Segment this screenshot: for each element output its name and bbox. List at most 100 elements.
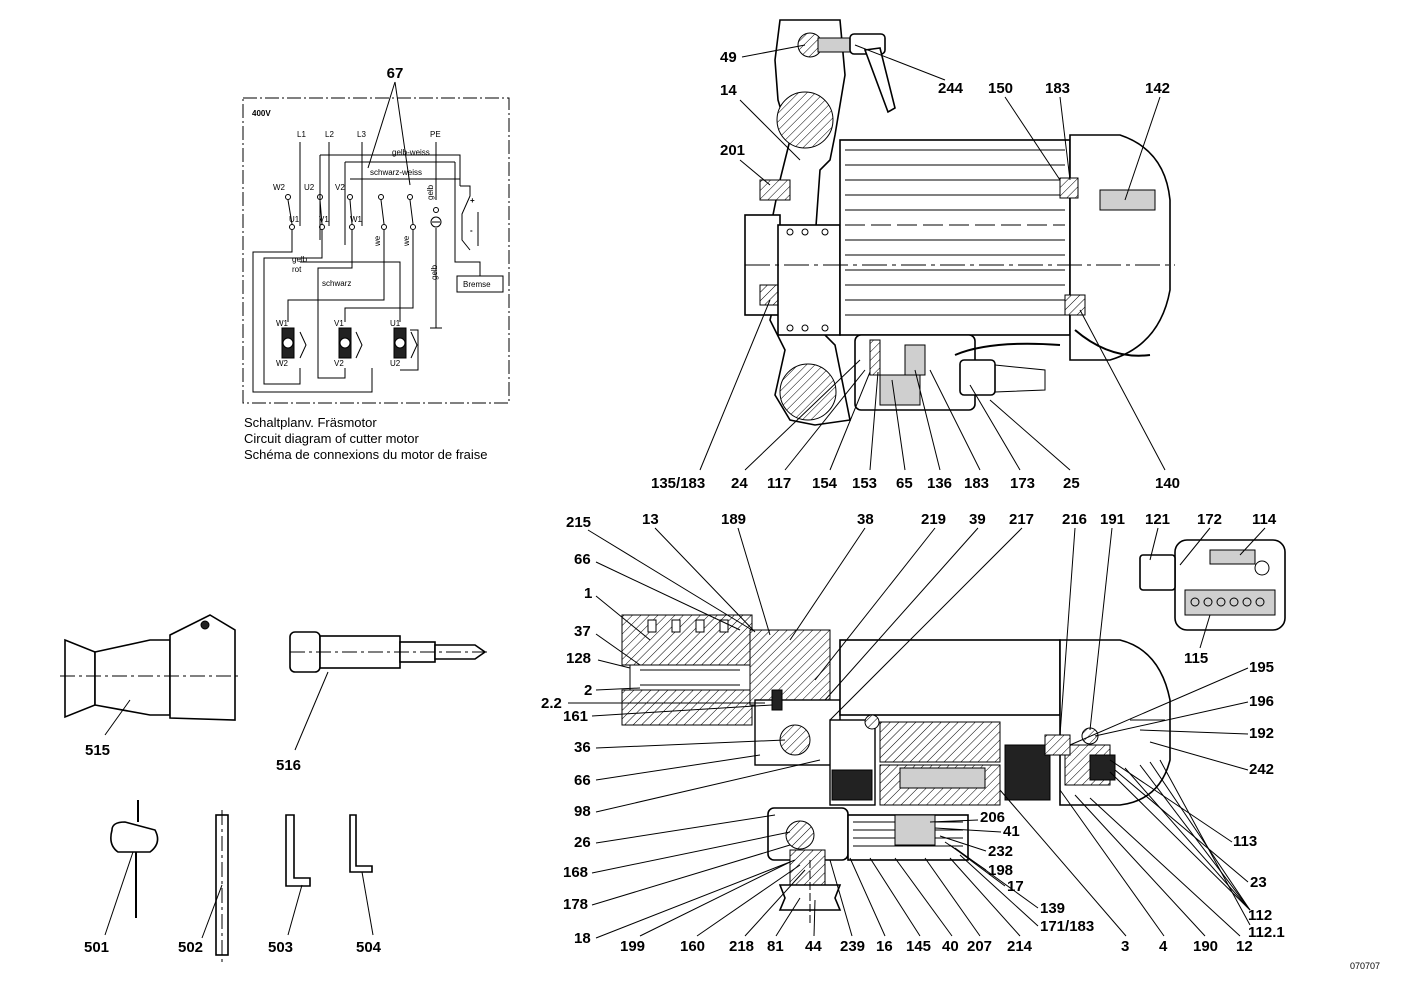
leader: [969, 384, 1021, 471]
leader: [775, 897, 801, 937]
accessory-501-key: 501: [84, 800, 159, 956]
callout-189: 189: [721, 511, 746, 528]
winding-label: W1: [276, 319, 289, 328]
callout-142: 142: [1145, 80, 1170, 97]
winding-left-coil: [831, 769, 873, 801]
voltage-label: 400V: [252, 109, 271, 118]
callout-2-2: 2.2: [541, 695, 562, 712]
callout-190: 190: [1193, 938, 1218, 955]
callout-121: 121: [1145, 511, 1170, 528]
leader: [869, 857, 921, 937]
leader: [201, 884, 223, 939]
motor-end-cap: [1069, 134, 1171, 361]
leader: [949, 844, 1006, 887]
leader: [829, 527, 1023, 721]
callout-136: 136: [927, 475, 952, 492]
callout-112-1: 112.1: [1248, 924, 1285, 941]
switch-165: [879, 374, 921, 406]
motor-housing: [839, 139, 1071, 336]
leader: [1239, 527, 1266, 556]
callout-199: 199: [620, 938, 645, 955]
callout-160: 160: [680, 938, 705, 955]
leader: [591, 704, 773, 717]
callout-49: 49: [720, 49, 737, 66]
callout-3: 3: [1121, 938, 1129, 955]
terminal-dot: [347, 194, 353, 200]
flange-holes: [786, 228, 829, 332]
section-labels-top: 215 13 189 38 219 39 217 216 191 121 172…: [566, 511, 1277, 736]
leader: [741, 44, 806, 58]
wire: [287, 199, 293, 225]
callout-4: 4: [1159, 938, 1168, 955]
cable-outlet: [994, 364, 1046, 393]
leader: [1114, 769, 1249, 883]
leader: [894, 857, 953, 937]
winding-label: U2: [390, 359, 401, 368]
callout-150: 150: [988, 80, 1013, 97]
callout-503: 503: [268, 939, 293, 956]
column-bore-top: [776, 91, 834, 149]
line-label-l2: L2: [325, 130, 334, 139]
gear-168: [785, 820, 815, 850]
wire-label-schwarz: schwarz: [322, 279, 351, 288]
leader: [597, 659, 631, 669]
leader: [104, 851, 134, 936]
wire: [400, 329, 419, 371]
callout-44: 44: [805, 938, 822, 955]
leader: [1149, 527, 1159, 561]
leader: [1109, 771, 1251, 911]
leader: [739, 99, 801, 161]
bearing-195: [1044, 734, 1071, 756]
terminal-dot: [285, 194, 291, 200]
callout-191: 191: [1100, 511, 1125, 528]
leader: [999, 789, 1127, 937]
terminal-screws: [1190, 597, 1265, 607]
callout-25: 25: [1063, 475, 1080, 492]
circuit-diagram: 67 400V L1 L2 L3 PE gelb-weiss schwarz-w…: [242, 65, 510, 462]
callout-219: 219: [921, 511, 946, 528]
callout-23: 23: [1250, 874, 1267, 891]
bolt-shank: [319, 635, 401, 669]
leader: [1089, 527, 1113, 731]
leader: [595, 739, 786, 749]
winding-u: U1 U2: [390, 319, 418, 368]
leader: [1059, 789, 1165, 937]
callout-114: 114: [1252, 511, 1277, 528]
callout-201: 201: [720, 142, 745, 159]
callout-214: 214: [1007, 938, 1033, 955]
leader: [989, 399, 1071, 471]
callout-154: 154: [812, 475, 838, 492]
terminal-w1: W1: [350, 215, 363, 224]
callout-66-bottom: 66: [574, 772, 591, 789]
drawing-number: 070707: [1350, 961, 1380, 971]
callout-218: 218: [729, 938, 754, 955]
leader: [814, 527, 936, 681]
callout-14: 14: [720, 82, 737, 99]
leader: [1074, 794, 1206, 937]
callout-12: 12: [1236, 938, 1253, 955]
callout-183-top: 183: [1045, 80, 1070, 97]
wire-label-schwarz-weiss: schwarz-weiss: [370, 168, 422, 177]
terminal-dot: [381, 224, 387, 230]
winding-label: V2: [334, 359, 344, 368]
screw-153: [869, 339, 881, 376]
section-labels-left: 66 1 37 128 2 2.2 161 36 66 98 26 168 17…: [541, 551, 821, 947]
minus-sign: -: [470, 226, 473, 235]
terminal-dot: [433, 207, 439, 213]
callout-502: 502: [178, 939, 203, 956]
spindle-bore: [629, 664, 751, 691]
connector-114: [1209, 549, 1256, 565]
leader: [1094, 701, 1249, 737]
winding-switch: [299, 331, 307, 359]
callout-135-183: 135/183: [651, 475, 705, 492]
terminal-u2: U2: [304, 183, 315, 192]
wire: [319, 199, 323, 225]
circuit-border: [242, 97, 510, 404]
callout-216: 216: [1062, 511, 1087, 528]
terminal-dot: [289, 224, 295, 230]
leader: [595, 859, 796, 939]
winding-thermal: [339, 337, 351, 349]
wire-label-gelb3: gelb: [430, 264, 439, 280]
callout-16: 16: [876, 938, 893, 955]
hex-key-large: [285, 814, 311, 887]
